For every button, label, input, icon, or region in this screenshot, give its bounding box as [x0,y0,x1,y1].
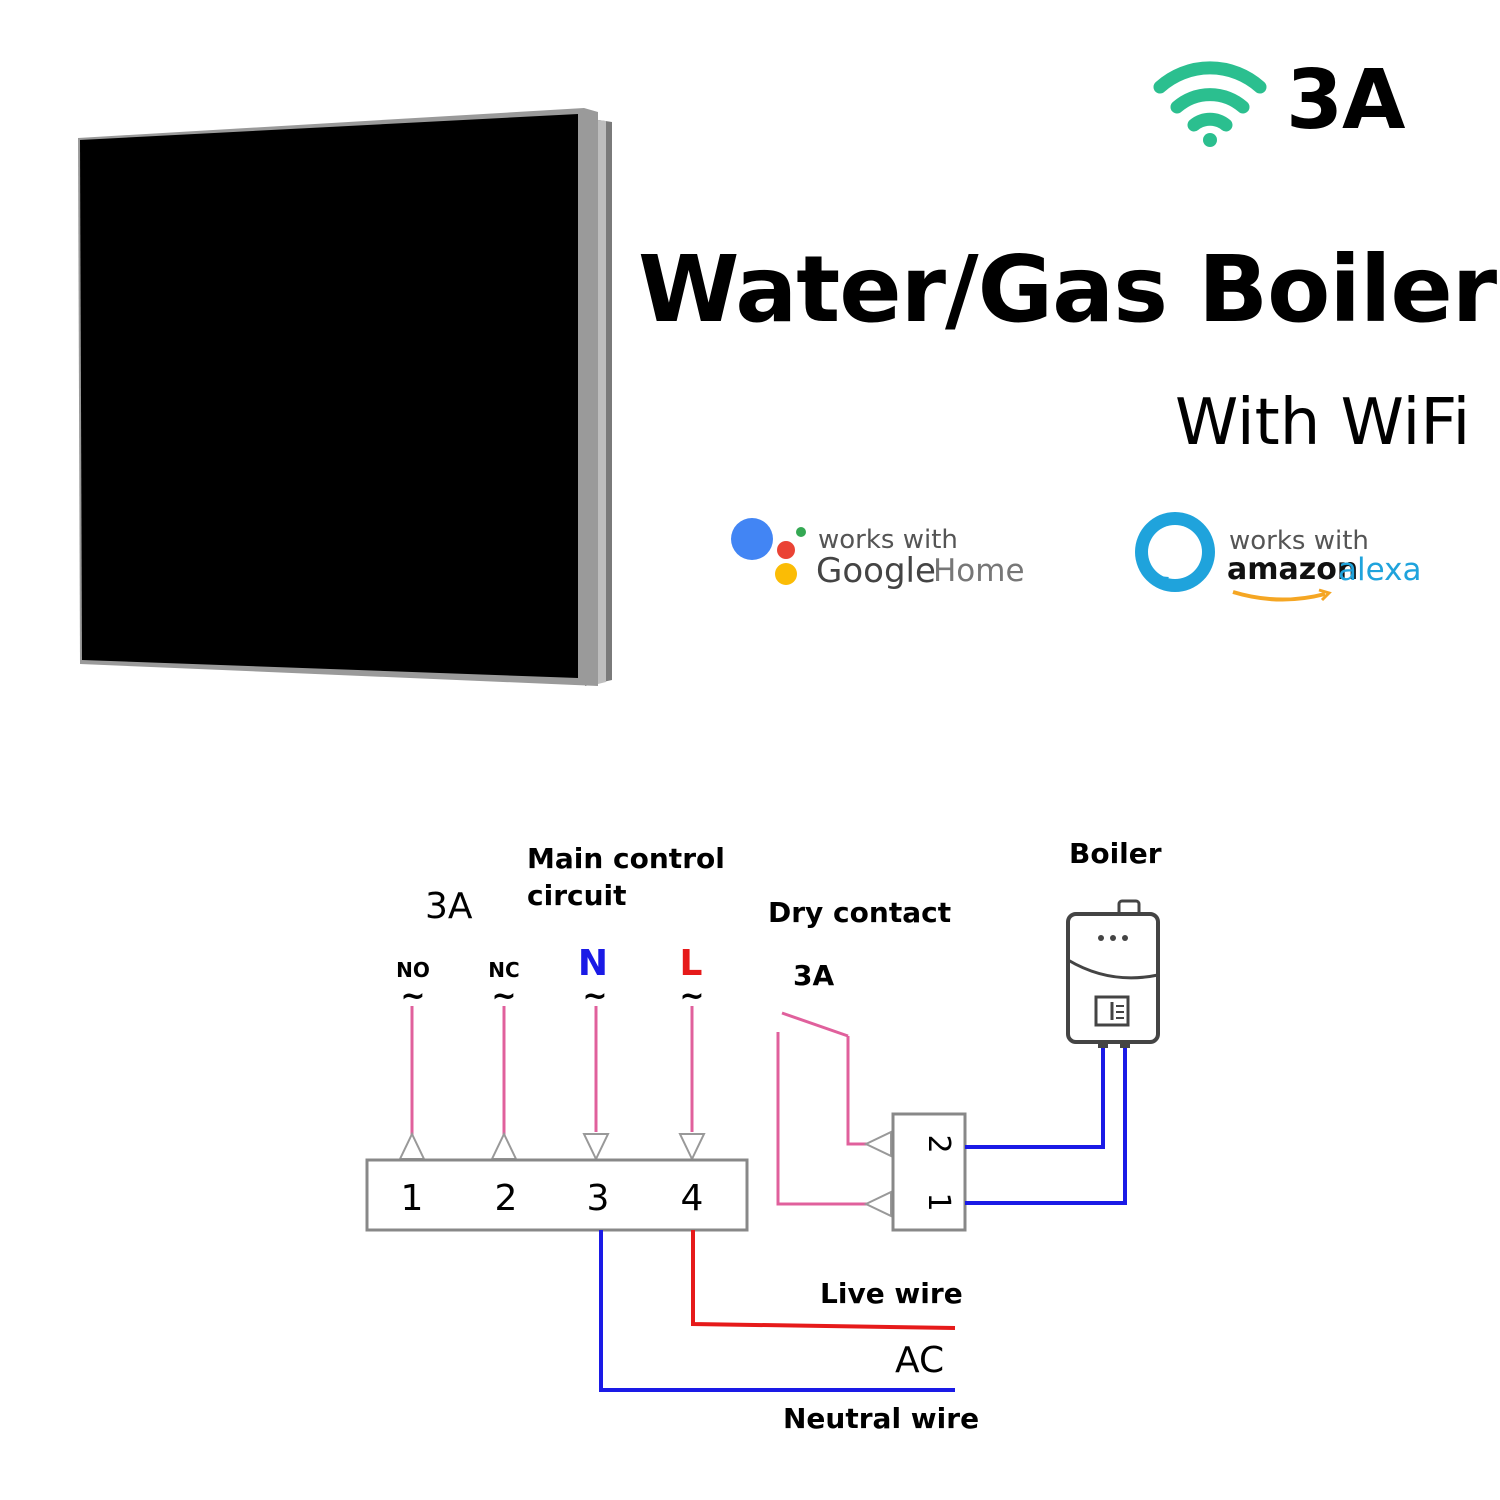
connector-3 [582,1133,610,1162]
main-control-label-2: circuit [527,879,627,912]
live-wire-label: Live wire [820,1277,963,1310]
connector-2 [490,1131,518,1160]
live-wire [691,1230,956,1330]
boiler-wire-1 [965,1042,1127,1205]
terminal-1-label: NO [396,958,430,982]
alexa-suffix: alexa [1338,552,1422,588]
dry-contact-blade [781,1011,849,1038]
boiler-label: Boiler [1069,837,1162,870]
terminal-block [365,1158,749,1232]
amazon-alexa-badge: works with amazon alexa [1133,510,1433,602]
terminal-number-2: 2 [495,1178,518,1219]
neutral-wire-label: Neutral wire [783,1402,979,1435]
rating-header: 3A [1150,45,1450,155]
terminal-3-label: N [578,943,608,984]
switch-panel-image [0,0,700,720]
boiler-terminal-1: 1 [921,1192,956,1211]
product-subtitle: With WiFi [1175,386,1471,460]
diagram-rating: 3A [425,886,473,927]
ac-label: AC [895,1340,944,1381]
connector-4 [678,1133,706,1162]
wiring-diagram: 3A Main control circuit Dry contact 3A B… [365,837,1162,1435]
amazon-brand: amazon [1227,552,1359,587]
rating-label: 3A [1286,53,1406,148]
switch-glass-face [80,114,578,678]
connector-1 [398,1131,426,1160]
terminal-number-1: 1 [401,1178,424,1219]
terminal-number-4: 4 [681,1178,704,1219]
dry-contact-rating: 3A [793,959,834,992]
dry-connector-1 [863,1190,892,1218]
amazon-smile-icon [1232,588,1332,602]
product-title: Water/Gas Boiler [638,236,1497,343]
boiler-wire-2 [965,1042,1105,1149]
alexa-ring-icon [1135,512,1215,592]
dry-contact-label: Dry contact [768,896,951,929]
boiler-icon [1066,899,1160,1048]
boiler-terminal-block [891,1112,967,1232]
dry-contact-wire-bottom [776,1032,868,1206]
dry-connector-2 [863,1130,892,1158]
terminal-number-3: 3 [587,1178,610,1219]
wifi-icon [1153,61,1267,147]
main-control-label: Main control [527,842,725,875]
terminal-2-label: NC [488,958,519,982]
alexa-works-with: works with [1229,526,1369,556]
google-assistant-icon [731,518,806,585]
terminal-4-label: L [680,943,703,984]
boiler-terminal-2: 2 [921,1134,956,1153]
google-works-with: works with [818,525,958,555]
google-home-suffix: Home [933,553,1025,589]
google-home-badge: works with Google Home [728,515,1028,605]
neutral-wire [599,1230,955,1392]
dry-contact-wire-top [846,1036,868,1146]
google-brand: Google [816,551,936,591]
